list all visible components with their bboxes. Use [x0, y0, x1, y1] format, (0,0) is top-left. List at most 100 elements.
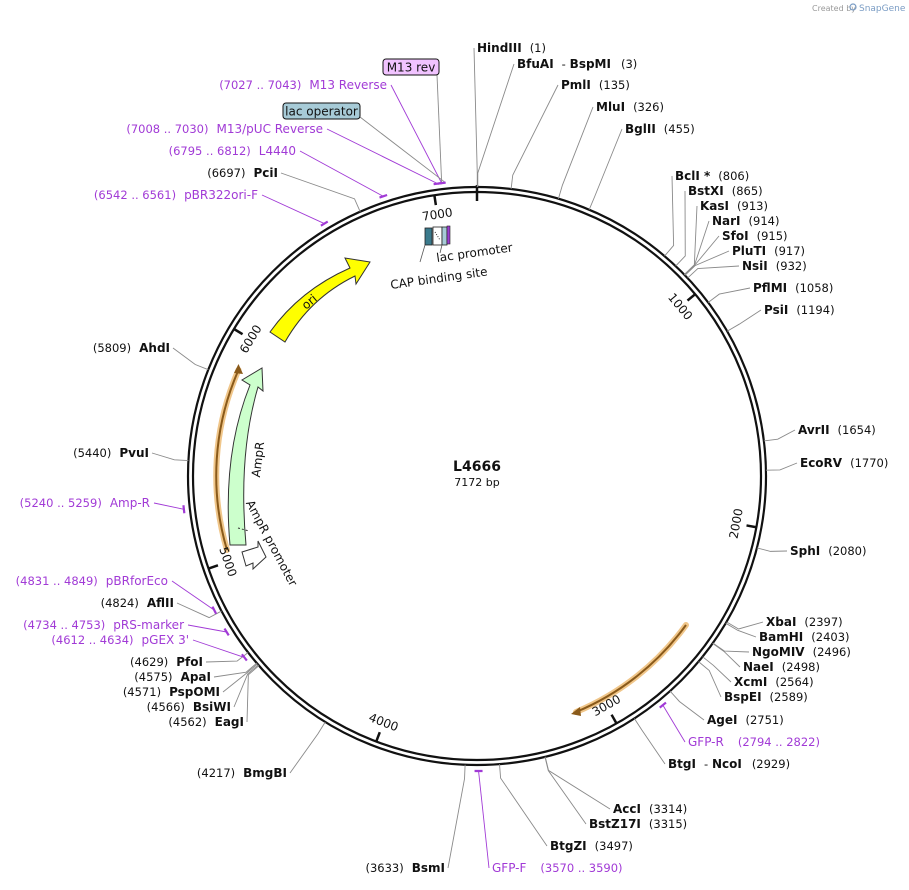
site-name: NaeI	[743, 660, 774, 674]
primer-label-pbr322orif[interactable]: pBR322ori-F(6542 .. 6561)	[94, 188, 258, 202]
site-position: (2080)	[828, 544, 866, 558]
site-name: BmgBI	[243, 766, 287, 780]
site-label-aflii[interactable]: AflII(4824)	[101, 596, 174, 610]
site-leader-line	[473, 47, 478, 188]
site-position: (3315)	[649, 817, 687, 831]
site-label-bmgbi[interactable]: BmgBI(4217)	[197, 766, 287, 780]
primer-label-pgex3[interactable]: pGEX 3'(4612 .. 4634)	[51, 633, 189, 647]
site-label-apai[interactable]: ApaI(4575)	[134, 670, 211, 684]
primer-leader-line	[171, 580, 215, 611]
tick-mark-7000	[433, 195, 438, 206]
primer-mark	[659, 701, 667, 709]
primer-range: (7027 .. 7043)	[219, 78, 301, 92]
site-name: BglII	[625, 122, 656, 136]
site-leader-line	[222, 663, 258, 693]
m13-rev-box[interactable]: M13 rev	[382, 58, 440, 76]
site-label-hindiii[interactable]: HindIII(1)	[477, 41, 546, 55]
primer-label-m13reverse[interactable]: M13 Reverse(7027 .. 7043)	[219, 78, 387, 92]
site-name: PmlI	[561, 78, 591, 92]
site-label-naei[interactable]: NaeI(2498)	[743, 660, 820, 674]
lac-operator-box-leader	[359, 116, 446, 184]
primer-label-ampr[interactable]: Amp-R(5240 .. 5259)	[20, 496, 150, 510]
site-leader-line	[707, 287, 751, 303]
tick-mark-3000	[610, 714, 618, 725]
site-label-kasi[interactable]: KasI(913)	[700, 199, 768, 213]
orf-arcs	[213, 364, 689, 716]
site-label-bspei[interactable]: BspEI(2589)	[724, 690, 808, 704]
primer-mark	[241, 653, 248, 662]
site-label-bcli[interactable]: BclI *(806)	[675, 169, 749, 183]
site-label-bstz17i[interactable]: BstZ17I(3315)	[589, 817, 687, 831]
site-position: (2403)	[811, 630, 849, 644]
site-position: (865)	[732, 184, 763, 198]
site-label-xbai[interactable]: XbaI(2397)	[766, 615, 843, 629]
site-label-pcii[interactable]: PciI(6697)	[207, 166, 278, 180]
site-label-pflmi[interactable]: PflMI(1058)	[753, 281, 833, 295]
tick-label-1000: 1000	[665, 290, 695, 322]
site-label-nsii[interactable]: NsiI(932)	[742, 259, 807, 273]
site-name: NsiI	[742, 259, 768, 273]
tick-label-6000: 6000	[237, 322, 265, 355]
site-leader-line	[510, 84, 559, 190]
primer-label-gfpr[interactable]: GFP-R(2794 .. 2822)	[688, 735, 820, 749]
site-label-xcmi[interactable]: XcmI(2564)	[734, 675, 814, 689]
site-label-pspomi[interactable]: PspOMI(4571)	[123, 685, 220, 699]
primer-range: (3570 .. 3590)	[540, 861, 622, 875]
site-label-bsmi[interactable]: BsmI(3633)	[365, 861, 445, 875]
primer-label-gfpf[interactable]: GFP-F(3570 .. 3590)	[492, 861, 623, 875]
tick-mark-4000	[375, 731, 381, 742]
site-leader-line	[151, 452, 189, 462]
site-label-avrii[interactable]: AvrII(1654)	[798, 423, 876, 437]
site-label-bstxi[interactable]: BstXI(865)	[688, 184, 763, 198]
site-position: (4571)	[123, 685, 161, 699]
site-label-nari[interactable]: NarI(914)	[712, 214, 779, 228]
site-position: (5809)	[93, 341, 131, 355]
lac-operator-box[interactable]: lac operator	[282, 102, 361, 120]
primer-name: M13/pUC Reverse	[217, 122, 324, 136]
primer-leader-line	[153, 502, 184, 510]
site-label-ngomiv[interactable]: NgoMIV(2496)	[752, 645, 851, 659]
site-position: (2589)	[770, 690, 808, 704]
site-label-ahdi[interactable]: AhdI (5809)	[93, 341, 170, 355]
site-label-mlui[interactable]: MluI(326)	[596, 100, 664, 114]
site-label-pvui[interactable]: PvuI(5440)	[73, 446, 149, 460]
site-separator: -	[562, 57, 566, 71]
site-label-bglii[interactable]: BglII(455)	[625, 122, 695, 136]
site-label-bsiwi[interactable]: BsiWI(4566)	[147, 700, 231, 714]
site-label-btgi[interactable]: BtgI-NcoI(2929)	[668, 757, 790, 771]
site-label-eagi[interactable]: EagI(4562)	[168, 715, 244, 729]
site-label-bfuai[interactable]: BfuAI-BspMI(3)	[517, 57, 637, 71]
site-label-ecorv[interactable]: EcoRV(1770)	[800, 456, 888, 470]
site-label-pmli[interactable]: PmlI(135)	[561, 78, 630, 92]
lac-promoter-dots	[434, 231, 441, 241]
site-label-pfoi[interactable]: PfoI(4629)	[130, 655, 203, 669]
site-label-btgzi[interactable]: BtgZI(3497)	[550, 839, 633, 853]
site-leader-line	[499, 764, 548, 847]
primer-label-m13pucreverse[interactable]: M13/pUC Reverse(7008 .. 7030)	[126, 122, 323, 136]
primer-name: pBRforEco	[106, 574, 168, 588]
site-name: KasI	[700, 199, 729, 213]
site-position: (3497)	[595, 839, 633, 853]
site-label-agei[interactable]: AgeI(2751)	[707, 713, 784, 727]
site-label-pluti[interactable]: PluTI(917)	[732, 244, 805, 258]
site-leader-line	[725, 622, 757, 638]
site-label-sphi[interactable]: SphI(2080)	[790, 544, 867, 558]
site-leader-line	[477, 63, 515, 188]
site-leader-line	[702, 656, 732, 683]
site-label-sfoi[interactable]: SfoI(915)	[722, 229, 788, 243]
site-name: BsmI	[412, 861, 445, 875]
site-leader-line	[633, 718, 666, 765]
site-label-bamhi[interactable]: BamHI(2403)	[759, 630, 850, 644]
site-label-acci[interactable]: AccI(3314)	[613, 802, 687, 816]
tick-mark-1000	[686, 293, 696, 302]
primer-label-pbrforeco[interactable]: pBRforEco(4831 .. 4849)	[16, 574, 168, 588]
primer-leader-line	[478, 770, 490, 869]
gfp-orf-arc	[575, 624, 687, 713]
site-label-psii[interactable]: PsiI(1194)	[764, 303, 835, 317]
site-leader-line	[557, 106, 594, 199]
snapgene-logo-icon	[849, 3, 857, 11]
site-name: AhdI	[139, 341, 170, 355]
primer-label-l4440[interactable]: L4440(6795 .. 6812)	[169, 144, 296, 158]
primer-leader-line	[662, 704, 686, 743]
primer-label-prsmarker[interactable]: pRS-marker(4734 .. 4753)	[23, 618, 184, 632]
